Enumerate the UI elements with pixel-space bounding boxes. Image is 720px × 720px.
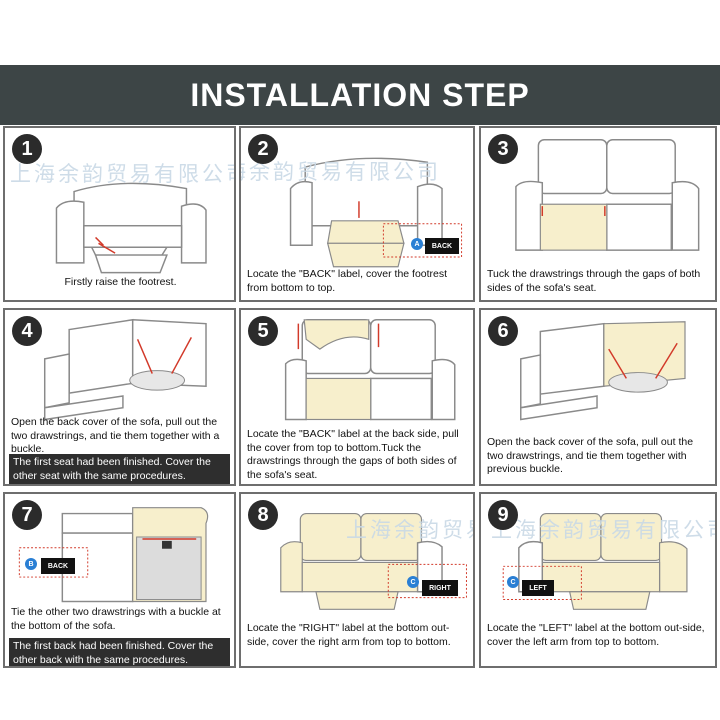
watermark-text: 上海余韵贸易有限公司 [241, 161, 441, 184]
step-2-card: 2 上海余韵贸易有限公司 A BACK Locate the "BACK" la… [239, 126, 475, 302]
step-3-card: 3 Tuck the drawstrings through the gaps … [479, 126, 717, 302]
back-label-tag: BACK [41, 558, 75, 574]
step-number: 2 [248, 134, 278, 164]
bottom-buckle-illustration [18, 507, 209, 603]
back-tie-illustration [520, 321, 686, 421]
right-label-tag: RIGHT [422, 580, 458, 596]
back-cover-pull-illustration [284, 319, 456, 421]
label-badge: C [507, 576, 519, 588]
step-4-card: 4 Open the back cover of the sofa, pull … [3, 308, 236, 486]
left-arm-cover-illustration [502, 512, 688, 610]
step-9-card: 9 上海余韵贸易有限公司 C LEFT Locate the "LEFT" la… [479, 492, 717, 668]
label-badge: B [25, 558, 37, 570]
step-8-card: 8 上海余韵贸易有限公司 C RIGHT Locate the "RIGHT" … [239, 492, 475, 668]
step-number: 5 [248, 316, 278, 346]
seat-tuck-illustration [515, 138, 700, 251]
step-number: 9 [488, 500, 518, 530]
step-1-card: 1 上海余韵贸易有限公司 Firstly raise the footrest. [3, 126, 236, 302]
left-label-tag: LEFT [522, 580, 554, 596]
step-7-card: 7 B BACK Tie the other two drawstrings w… [3, 492, 236, 668]
right-arm-cover-illustration [280, 512, 467, 610]
step-number: 7 [12, 500, 42, 530]
step-caption: Open the back cover of the sofa, pull ou… [487, 436, 694, 475]
step-6-card: 6 Open the back cover of the sofa, pull … [479, 308, 717, 486]
back-buckle-illustration [43, 318, 207, 421]
step-caption: Locate the "RIGHT" label at the bottom o… [247, 622, 451, 648]
step-caption: Open the back cover of the sofa, pull ou… [11, 416, 220, 455]
label-badge: C [407, 576, 419, 588]
step-number: 3 [488, 134, 518, 164]
step-note: The first seat had been finished. Cover … [9, 454, 230, 484]
step-number: 8 [248, 500, 278, 530]
label-badge: A [411, 238, 423, 250]
step-caption: Locate the "LEFT" label at the bottom ou… [487, 622, 705, 648]
step-number: 4 [12, 316, 42, 346]
step-caption: Tie the other two drawstrings with a buc… [11, 606, 221, 632]
page-title: INSTALLATION STEP [190, 76, 530, 113]
title-banner: INSTALLATION STEP [0, 65, 720, 125]
step-caption: Firstly raise the footrest. [64, 276, 177, 288]
sofa-footrest-raised-illustration [55, 182, 207, 274]
footrest-cover-illustration [289, 157, 463, 268]
step-caption: Locate the "BACK" label at the back side… [247, 428, 459, 481]
watermark-text: 上海余韵贸易有限公司 [10, 163, 236, 186]
step-5-card: 5 Locate the "BACK" label at the back si… [239, 308, 475, 486]
watermark-text: 上海余韵贸易有限公司 [346, 519, 473, 542]
back-label-tag: BACK [425, 238, 459, 254]
step-number: 6 [488, 316, 518, 346]
step-number: 1 [12, 134, 42, 164]
step-note: The first back had been finished. Cover … [9, 638, 230, 666]
watermark-text: 上海余韵贸易有限公司 [491, 519, 717, 542]
step-caption: Tuck the drawstrings through the gaps of… [487, 268, 701, 294]
step-caption: Locate the "BACK" label, cover the footr… [247, 268, 448, 294]
